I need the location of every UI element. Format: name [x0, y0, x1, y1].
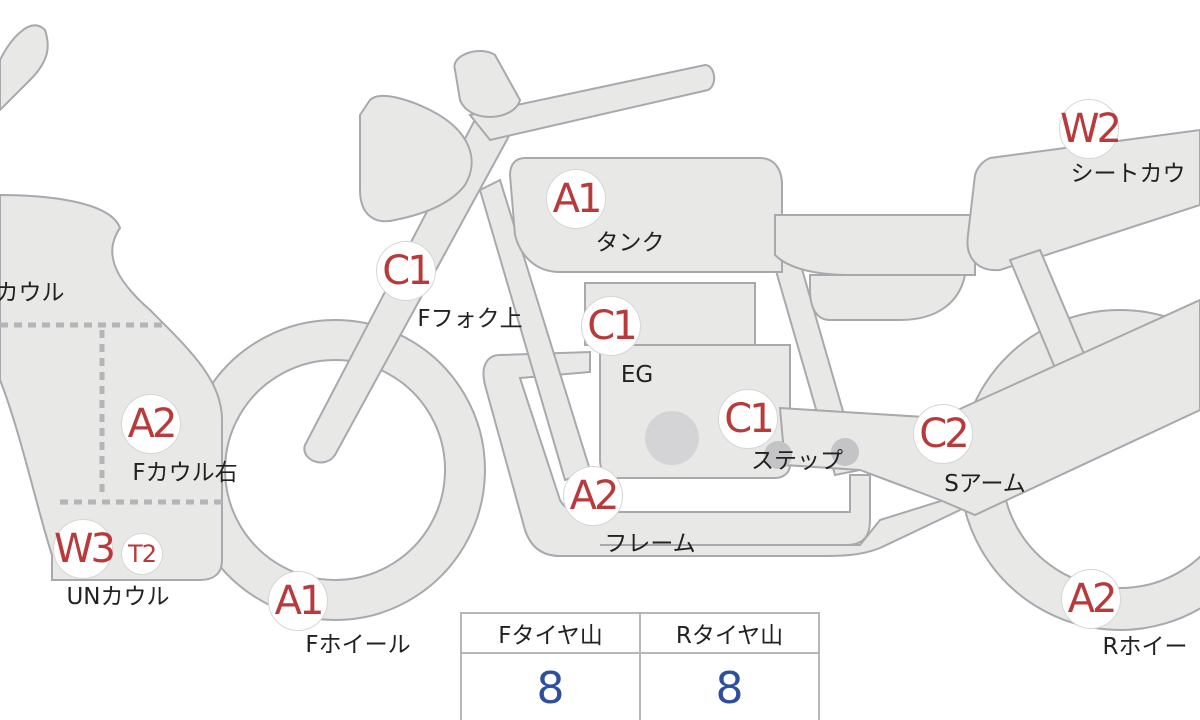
- handlebar-shape: [468, 63, 716, 142]
- front-tire-header: Fタイヤ山: [460, 612, 641, 654]
- front-wheel-shape: [183, 319, 486, 621]
- seat-label: シートカウ: [1070, 161, 1186, 187]
- fork-label: Fフォク上: [417, 306, 523, 332]
- frame-label: フレーム: [604, 531, 696, 557]
- headlight-shape: [359, 94, 473, 223]
- swingarm-grade-badge[interactable]: C2: [913, 404, 973, 464]
- frame-grade-badge[interactable]: A2: [563, 466, 623, 526]
- rear-tire-value: 8: [639, 652, 820, 720]
- under-cowl-grade-badge[interactable]: W3: [53, 519, 116, 579]
- tire-tread-table: Fタイヤ山 Rタイヤ山 8 8: [460, 612, 820, 720]
- swingarm-shape: [778, 298, 1200, 517]
- cowl-label: カウル: [0, 280, 65, 306]
- swingarm-label: Sアーム: [944, 471, 1026, 497]
- engine-grade-badge[interactable]: C1: [581, 296, 641, 356]
- step-peg-shape: [831, 438, 859, 466]
- step-label: ステップ: [751, 448, 843, 474]
- step-peg-shape: [764, 441, 792, 469]
- seat-grade-badge[interactable]: W2: [1059, 99, 1122, 159]
- front-wheel-label: Fホイール: [305, 632, 411, 658]
- fork-grade-badge[interactable]: C1: [376, 241, 436, 301]
- seat-shape: [966, 128, 1200, 272]
- front-wheel-grade-badge[interactable]: A1: [268, 571, 328, 631]
- tank-label: タンク: [595, 230, 665, 256]
- tank-grade-badge[interactable]: A1: [546, 169, 606, 229]
- front-cowl-right-label: Fカウル右: [132, 460, 238, 486]
- front-cowl-shape: [0, 193, 223, 581]
- side-cover-shape: [809, 274, 967, 321]
- engine-label: EG: [620, 362, 654, 388]
- under-cowl-label: UNカウル: [66, 584, 170, 610]
- side-panel-shape: [774, 214, 976, 276]
- front-cowl-right-grade-badge[interactable]: A2: [121, 394, 181, 454]
- front-tire-value: 8: [460, 652, 641, 720]
- rear-wheel-label: Rホイー: [1102, 634, 1188, 660]
- engine-cover-shape: [645, 411, 699, 465]
- mirror-shape: [453, 50, 522, 118]
- rear-wheel-grade-badge[interactable]: A2: [1061, 569, 1121, 629]
- step-grade-badge[interactable]: C1: [718, 389, 778, 449]
- windscreen-shape: [0, 24, 49, 112]
- under-cowl-secondary-grade-badge[interactable]: T2: [121, 533, 163, 575]
- rear-tire-header: Rタイヤ山: [639, 612, 820, 654]
